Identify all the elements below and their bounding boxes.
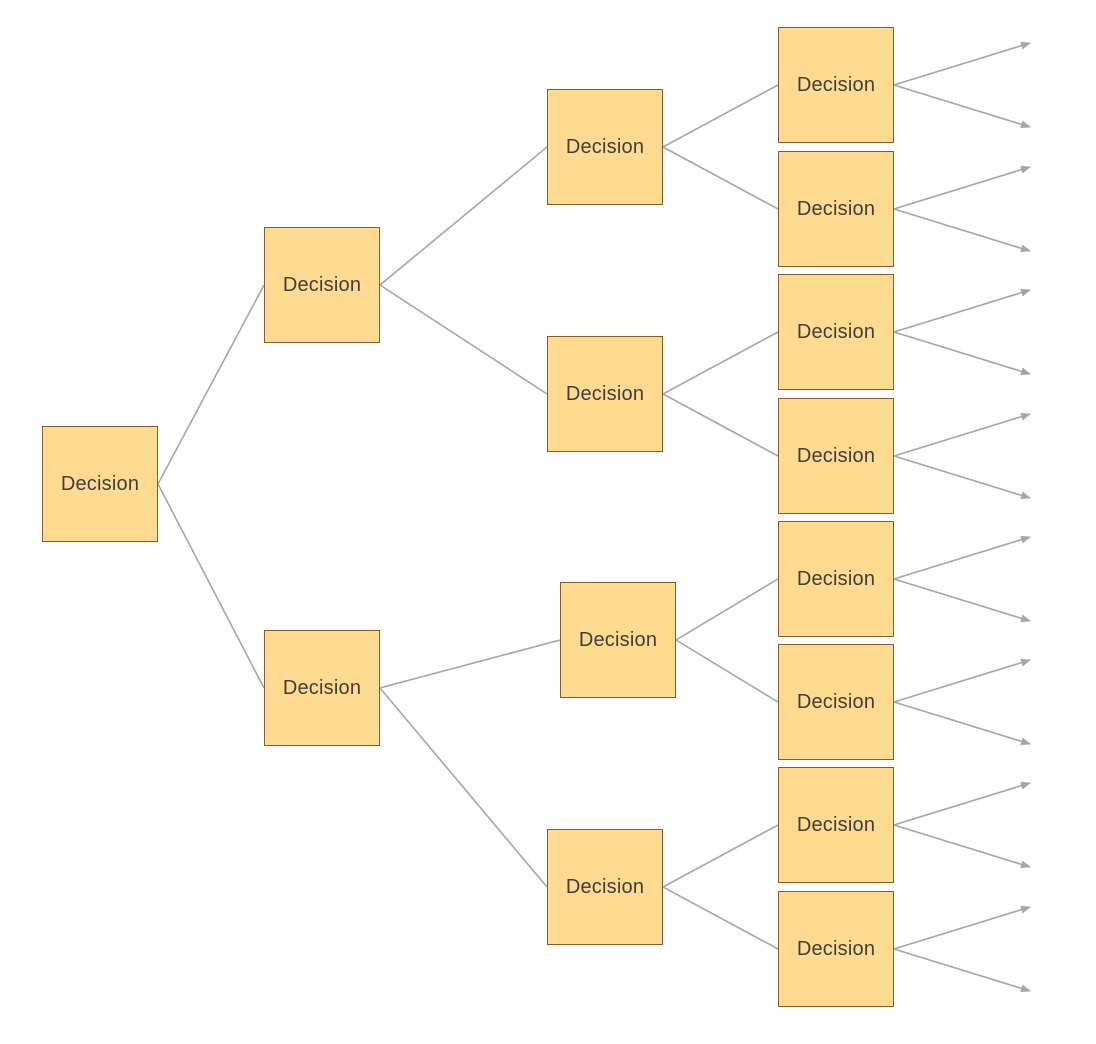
outcome-arrow-l3-2-1 [893, 165, 1031, 210]
outcome-arrow-l3-2-2 [893, 208, 1031, 253]
node-l1-bottom: Decision [264, 630, 380, 746]
outcome-arrow-l3-1-2 [893, 84, 1031, 129]
connector-l1-top-to-l2-1 [379, 146, 548, 286]
outcome-arrow-l3-7-2 [893, 824, 1031, 869]
outcome-arrow-l3-5-2 [893, 578, 1031, 623]
outcome-arrow-l3-8-2 [893, 948, 1031, 993]
outcome-arrow-l3-3-1 [893, 288, 1031, 333]
node-l3-3: Decision [778, 274, 894, 390]
connector-l2-3-to-l3-5 [675, 578, 779, 641]
node-l1-top: Decision [264, 227, 380, 343]
outcome-arrow-l3-6-1 [893, 658, 1031, 703]
connector-l2-1-to-l3-1 [662, 84, 779, 148]
node-l3-2: Decision [778, 151, 894, 267]
node-l3-6: Decision [778, 644, 894, 760]
node-l2-1: Decision [547, 89, 663, 205]
outcome-arrow-l3-1-1 [893, 41, 1031, 86]
node-l2-4: Decision [547, 829, 663, 945]
connector-l2-4-to-l3-7 [662, 824, 779, 888]
node-l2-2: Decision [547, 336, 663, 452]
outcome-arrow-l3-5-1 [893, 535, 1031, 580]
node-l3-1: Decision [778, 27, 894, 143]
outcome-arrow-l3-7-1 [893, 781, 1031, 826]
node-l3-5: Decision [778, 521, 894, 637]
outcome-arrow-l3-6-2 [893, 701, 1031, 746]
connector-l2-2-to-l3-4 [662, 393, 779, 457]
outcome-arrow-l3-8-1 [893, 905, 1031, 950]
connector-l2-3-to-l3-6 [675, 639, 779, 703]
connector-l2-1-to-l3-2 [662, 146, 779, 210]
connector-l1-bottom-to-l2-4 [379, 687, 548, 888]
connector-l2-4-to-l3-8 [662, 886, 779, 950]
outcome-arrow-l3-3-2 [893, 331, 1031, 376]
connector-l1-top-to-l2-2 [379, 284, 548, 395]
outcome-arrow-l3-4-1 [893, 412, 1031, 457]
node-root: Decision [42, 426, 158, 542]
connector-root-to-l1-top [157, 284, 265, 485]
node-l2-3: Decision [560, 582, 676, 698]
outcome-arrow-l3-4-2 [893, 455, 1031, 500]
node-l3-8: Decision [778, 891, 894, 1007]
node-l3-4: Decision [778, 398, 894, 514]
connector-root-to-l1-bottom [157, 483, 265, 689]
node-l3-7: Decision [778, 767, 894, 883]
connector-l1-bottom-to-l2-3 [379, 639, 561, 689]
connector-l2-2-to-l3-3 [662, 331, 779, 395]
